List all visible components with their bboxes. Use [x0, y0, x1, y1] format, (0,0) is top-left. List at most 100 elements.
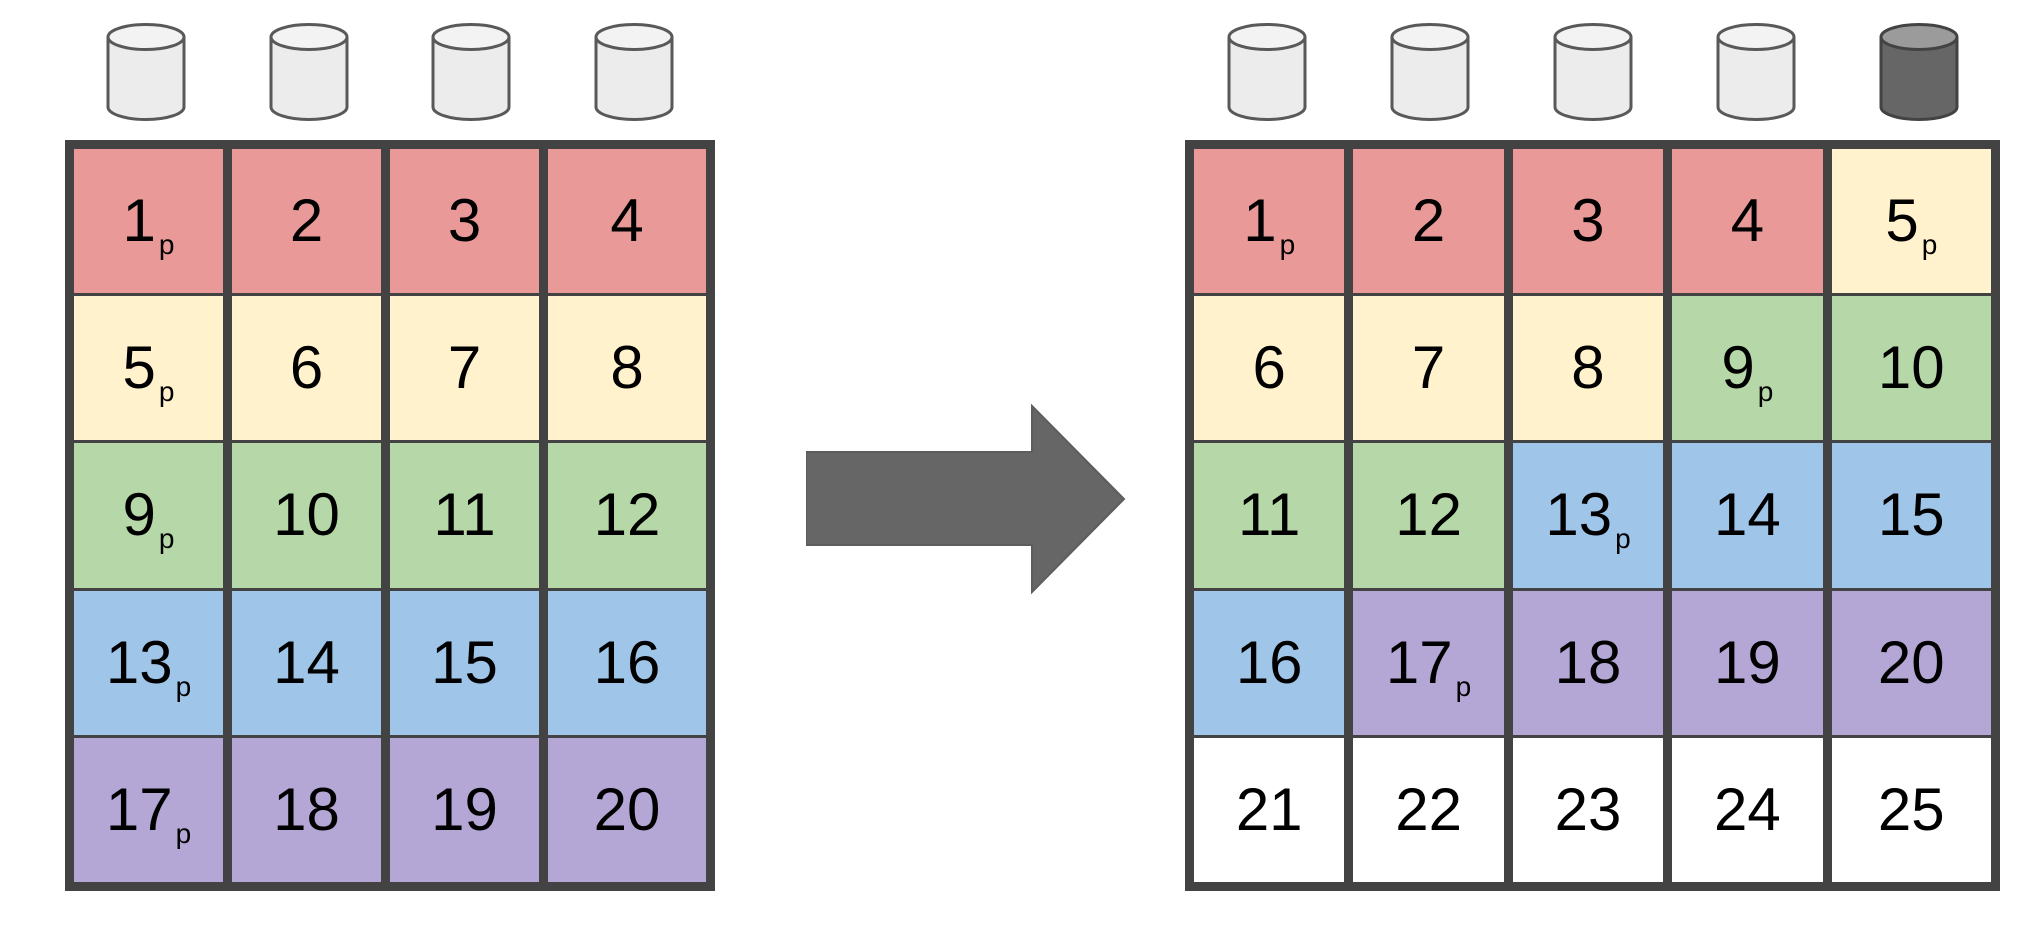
block-number: 25: [1877, 775, 1945, 843]
parity-subscript: p: [158, 376, 175, 408]
block-number: 19: [431, 775, 498, 843]
block-cell-6: 6: [1194, 296, 1354, 444]
block-cell-7: 7: [1353, 296, 1513, 444]
block-cell-24: 24: [1672, 737, 1832, 882]
block-number: 9: [122, 481, 156, 549]
block-number: 5: [122, 334, 156, 402]
right-arrow-shape: [805, 403, 1126, 595]
block-cell-7: 7: [390, 296, 548, 444]
left-disk-row: [65, 22, 715, 122]
block-number: 14: [1714, 481, 1781, 549]
block-cell-18: 18: [232, 737, 390, 882]
block-cell-2: 2: [232, 149, 390, 297]
block-cell-20: 20: [1831, 590, 1991, 738]
block-cell-22: 22: [1353, 737, 1513, 882]
parity-subscript: p: [1279, 229, 1296, 261]
block-number: 11: [433, 481, 496, 549]
block-cell-6: 6: [232, 296, 390, 444]
block-cell-15: 15: [1831, 443, 1991, 591]
block-cell-14: 14: [232, 590, 390, 738]
block-number: 6: [289, 334, 324, 402]
disk-icon: [1511, 22, 1674, 122]
block-cell-3: 3: [390, 149, 548, 297]
block-cell-2: 2: [1353, 149, 1513, 297]
block-number: 3: [447, 187, 482, 255]
block-cell-4: 4: [548, 149, 706, 297]
block-number: 13: [105, 628, 173, 696]
block-cell-10: 10: [1831, 296, 1991, 444]
block-number: 14: [273, 628, 340, 696]
disk-icon: [1674, 22, 1837, 122]
block-number: 18: [273, 775, 340, 843]
block-number: 10: [1877, 334, 1945, 402]
parity-subscript: p: [1455, 670, 1472, 702]
block-number: 18: [1554, 628, 1622, 696]
block-number: 4: [610, 187, 644, 255]
block-cell-8: 8: [1512, 296, 1673, 444]
parity-subscript: p: [158, 229, 175, 261]
parity-subscript: p: [158, 523, 175, 555]
block-cell-14: 14: [1672, 443, 1832, 591]
block-number: 2: [1411, 187, 1446, 255]
block-number: 15: [431, 628, 498, 696]
disk-icon: [1348, 22, 1511, 122]
block-number: 1: [122, 187, 156, 255]
block-number: 22: [1395, 775, 1462, 843]
block-cell-25: 25: [1831, 737, 1991, 882]
block-number: 16: [1235, 628, 1303, 696]
block-number: 5: [1885, 187, 1919, 255]
block-number: 11: [1238, 481, 1301, 549]
block-number: 21: [1235, 775, 1303, 843]
block-number: 12: [1395, 481, 1462, 549]
block-cell-21: 21: [1194, 737, 1354, 882]
disk-icon: [1185, 22, 1348, 122]
block-cell-12: 12: [1353, 443, 1513, 591]
new-disk-icon: [1837, 22, 2000, 122]
block-number: 20: [593, 775, 661, 843]
block-cell-10: 10: [232, 443, 390, 591]
block-cell-3: 3: [1512, 149, 1673, 297]
block-number: 7: [447, 334, 482, 402]
block-cell-4: 4: [1672, 149, 1832, 297]
block-number: 13: [1545, 481, 1613, 549]
block-number: 6: [1252, 334, 1286, 402]
parity-subscript: p: [1615, 523, 1631, 555]
disk-icon: [553, 22, 716, 122]
block-number: 4: [1730, 187, 1765, 255]
disk-icon: [390, 22, 553, 122]
block-number: 15: [1877, 481, 1945, 549]
disk-icon: [65, 22, 228, 122]
block-number: 20: [1877, 628, 1945, 696]
right-disk-row: [1185, 22, 2000, 122]
block-number: 16: [593, 628, 661, 696]
block-cell-11: 11: [390, 443, 548, 591]
parity-subscript: p: [175, 670, 192, 702]
block-cell-12: 12: [548, 443, 706, 591]
block-number: 7: [1411, 334, 1446, 402]
block-cell-19: 19: [390, 737, 548, 882]
block-number: 9: [1721, 334, 1755, 402]
block-cell-16: 16: [1194, 590, 1354, 738]
disk-icon: [228, 22, 391, 122]
block-cell-8: 8: [548, 296, 706, 444]
block-cell-16: 16: [548, 590, 706, 738]
block-number: 3: [1571, 187, 1605, 255]
parity-subscript: p: [175, 817, 192, 849]
block-number: 24: [1714, 775, 1781, 843]
block-cell-19: 19: [1672, 590, 1832, 738]
block-number: 8: [610, 334, 644, 402]
block-number: 2: [289, 187, 324, 255]
